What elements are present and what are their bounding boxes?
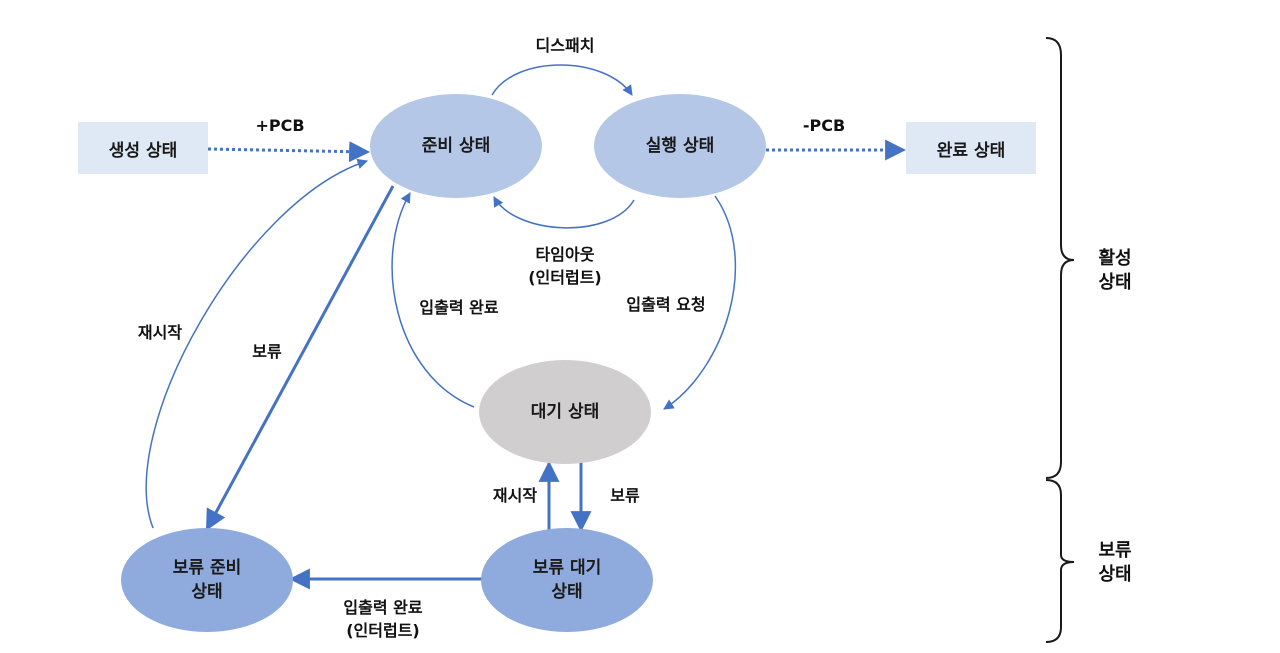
- done-state-node: 완료 상태: [906, 122, 1036, 174]
- edge-suspend-left: [205, 185, 395, 531]
- suspended-ready-node: 보류 준비 상태: [121, 528, 293, 632]
- brace-active: [1045, 37, 1075, 479]
- ready-state-node: 준비 상태: [370, 94, 542, 198]
- label-minus-pcb: -PCB: [802, 116, 846, 135]
- new-state-node: 생성 상태: [78, 122, 208, 174]
- edge-plus-pcb: [207, 141, 371, 163]
- label-resume-bottom: 재시작: [492, 486, 538, 505]
- group-label-suspended: 보류 상태: [1098, 540, 1132, 585]
- edge-io-request: [663, 195, 737, 410]
- label-io-complete: 입출력 완료: [419, 298, 499, 317]
- suspended-waiting-node: 보류 대기 상태: [481, 528, 653, 632]
- group-label-active: 활성 상태: [1098, 248, 1132, 293]
- label-io-request: 입출력 요청: [626, 295, 706, 314]
- edge-dispatch: [491, 64, 633, 96]
- edge-timeout: [493, 196, 635, 229]
- label-plus-pcb: +PCB: [255, 116, 305, 135]
- label-suspend-left: 보류: [252, 342, 282, 361]
- edge-io-complete: [391, 192, 475, 408]
- label-dispatch: 디스패치: [535, 36, 595, 55]
- running-state-node: 실행 상태: [594, 94, 766, 198]
- label-resume-left: 재시작: [137, 323, 183, 342]
- label-timeout: 타임아웃 (인터럽트): [528, 245, 602, 287]
- label-suspend-bottom: 보류: [610, 486, 640, 505]
- brace-suspended: [1045, 479, 1075, 643]
- label-io-complete-interrupt: 입출력 완료 (인터럽트): [343, 598, 423, 640]
- waiting-state-node: 대기 상태: [479, 360, 651, 464]
- edge-resume-left: [145, 158, 368, 529]
